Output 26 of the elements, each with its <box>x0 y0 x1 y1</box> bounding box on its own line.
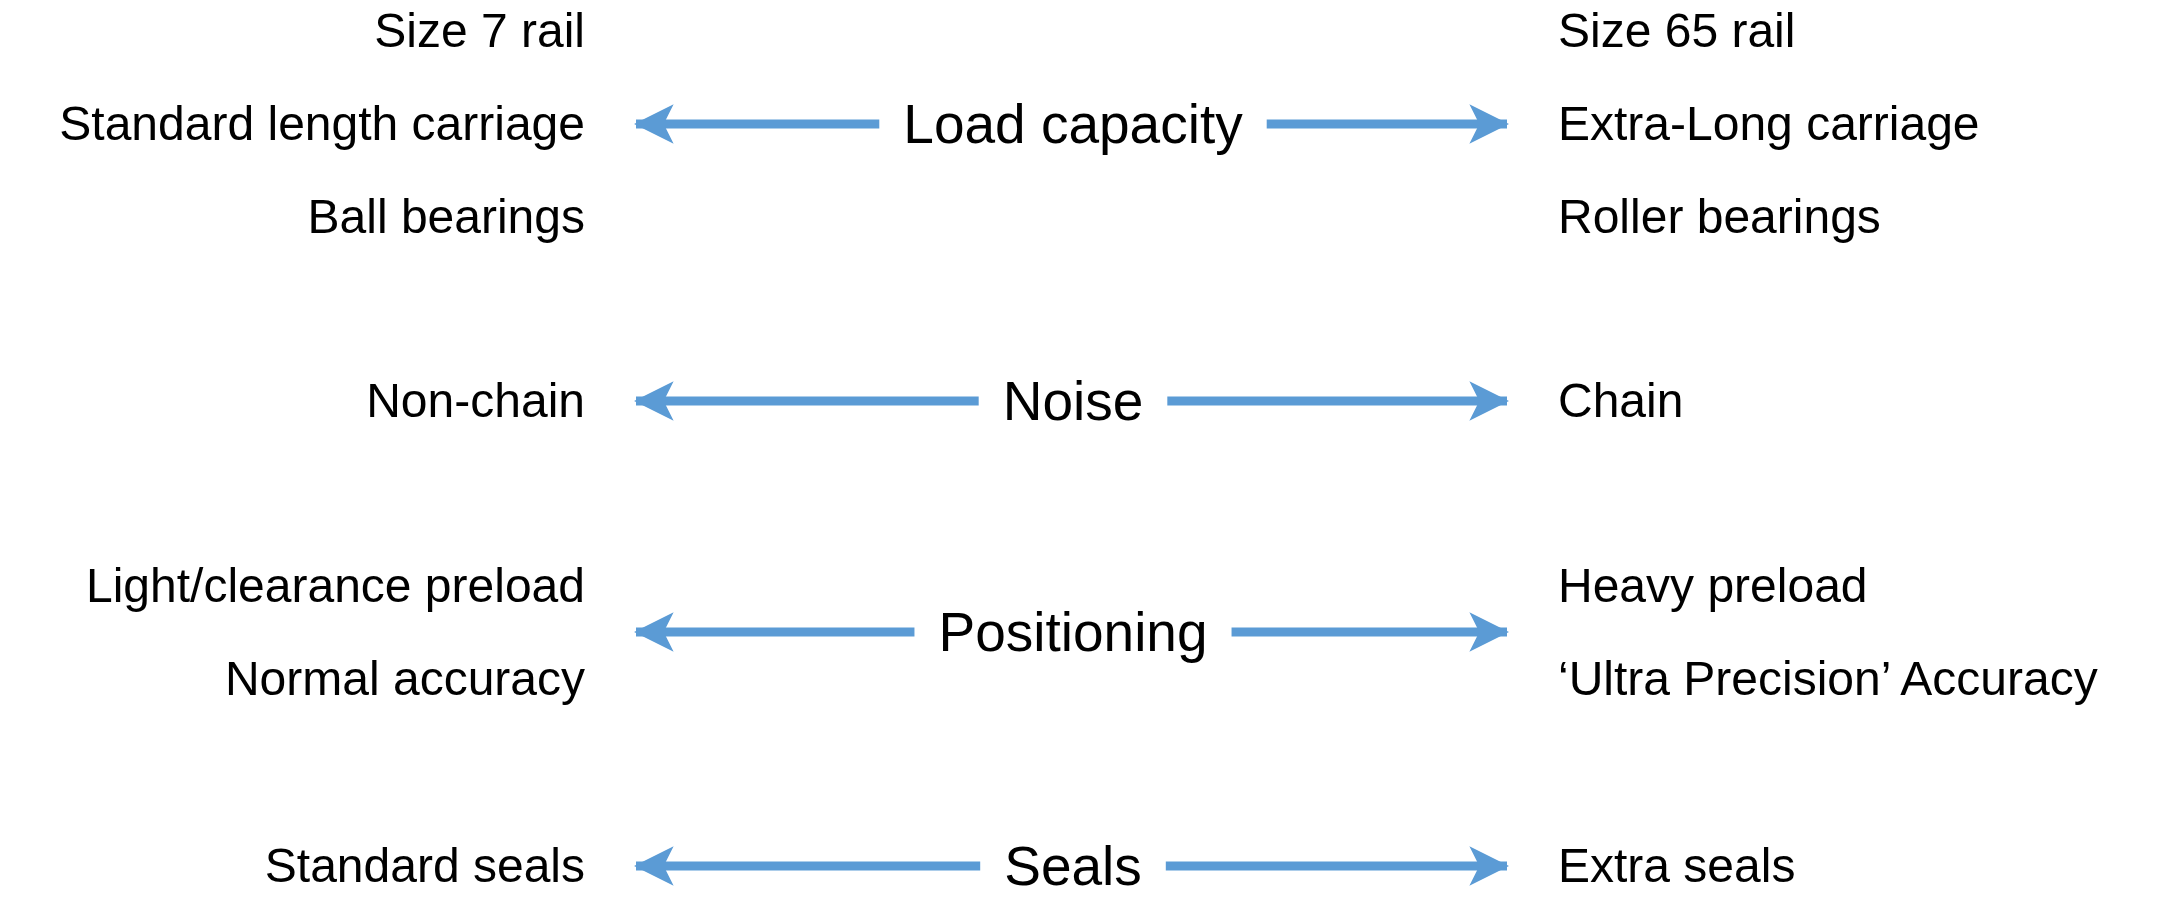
option-text: Normal accuracy <box>223 650 585 707</box>
category-label: Noise <box>1002 369 1144 433</box>
option-text: Standard length carriage <box>59 96 585 152</box>
arrow <box>634 612 915 652</box>
arrow <box>634 381 979 421</box>
category-label: Seals <box>1004 834 1142 898</box>
arrow <box>1167 381 1509 421</box>
category-label: Load capacity <box>903 92 1243 156</box>
option-text: Size 65 rail <box>1558 3 1797 59</box>
option-text: Non-chain <box>366 373 585 429</box>
option-text: Roller bearings <box>1558 189 1882 245</box>
option-text: Standard seals <box>264 838 585 894</box>
option-text: Size 7 rail <box>373 3 585 59</box>
arrow <box>1231 612 1509 652</box>
option-text: Extra-Long carriage <box>1558 96 1980 152</box>
arrow <box>634 846 981 886</box>
option-text: ‘Ultra Precision’ Accuracy <box>1558 650 2098 707</box>
option-text: Light/clearance preload <box>86 557 585 614</box>
option-text: Heavy preload <box>1558 557 1869 614</box>
arrow <box>1165 846 1509 886</box>
option-text: Ball bearings <box>306 189 585 245</box>
option-text: Extra seals <box>1558 838 1796 894</box>
arrow <box>1266 104 1509 144</box>
option-text: Chain <box>1558 373 1684 429</box>
arrow <box>634 104 880 144</box>
category-label: Positioning <box>938 600 1208 664</box>
